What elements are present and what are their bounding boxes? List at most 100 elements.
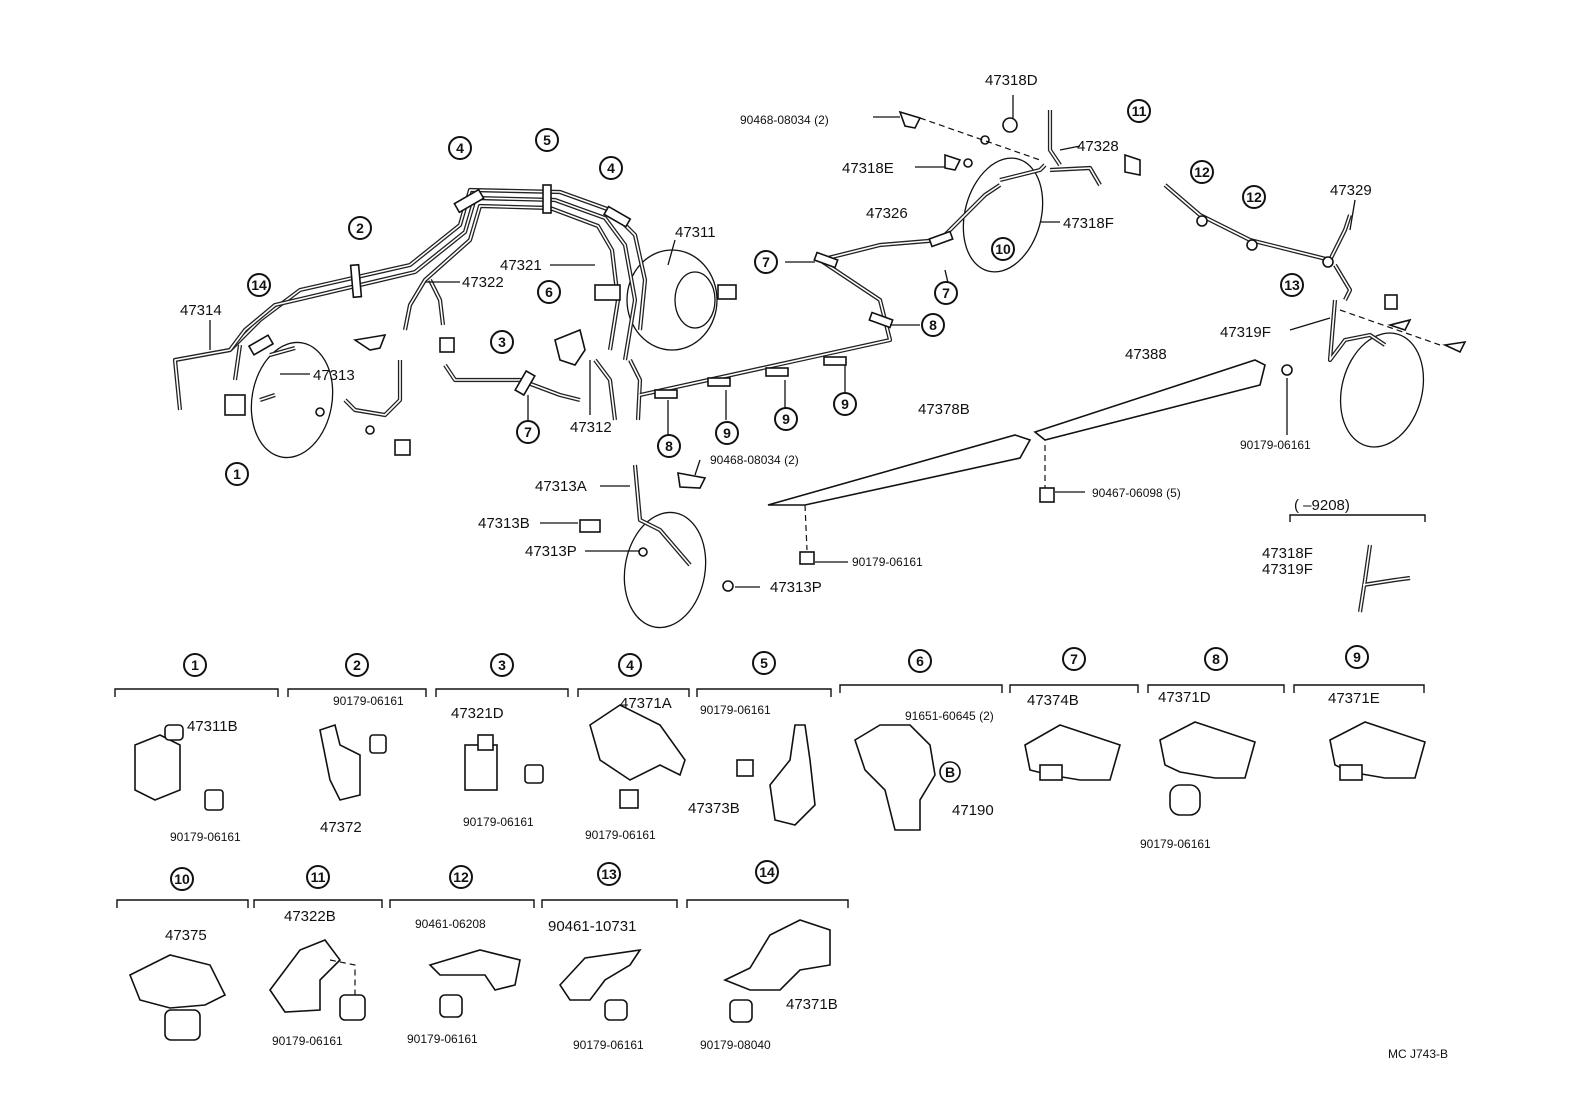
label-47371e: 47371E <box>1328 690 1380 707</box>
callout-number: 13 <box>1284 277 1300 293</box>
small-fittings <box>315 110 1467 592</box>
callout-14-top: 14 <box>247 273 271 297</box>
callout-number: 9 <box>782 411 790 427</box>
callout-12-top-a: 12 <box>1190 160 1214 184</box>
label-47318d: 47318D <box>985 72 1038 89</box>
callout-number: 2 <box>353 657 361 673</box>
label-47388: 47388 <box>1125 346 1167 363</box>
label-d2-nut: 90179-06161 <box>333 694 404 708</box>
label-91651-60645: 91651-60645 (2) <box>905 709 994 723</box>
callout-number: 6 <box>545 284 553 300</box>
callout-11-detail: 11 <box>306 865 330 889</box>
callout-number: 4 <box>626 657 634 673</box>
label-90468-08034-mid: 90468-08034 (2) <box>710 453 799 467</box>
label-47374b: 47374B <box>1027 692 1079 709</box>
callout-number: 12 <box>1194 164 1210 180</box>
callout-2-top: 2 <box>348 216 372 240</box>
callout-7-top-a: 7 <box>516 420 540 444</box>
label-47318e: 47318E <box>842 160 894 177</box>
label-47313b: 47313B <box>478 515 530 532</box>
label-b-marker: B <box>945 764 955 780</box>
callout-number: 5 <box>760 655 768 671</box>
callout-number: 7 <box>1070 651 1078 667</box>
callout-6-detail: 6 <box>908 649 932 673</box>
callout-4-top-b: 4 <box>599 156 623 180</box>
label-90179-06161-rail: 90179-06161 <box>852 555 923 569</box>
label-47313: 47313 <box>313 367 355 384</box>
callout-9-detail: 9 <box>1345 645 1369 669</box>
label-47313p-second: 47313P <box>770 579 822 596</box>
label-47319f: 47319F <box>1220 324 1271 341</box>
callout-2-detail: 2 <box>345 653 369 677</box>
label-47371b: 47371B <box>786 996 838 1013</box>
callout-7-detail: 7 <box>1062 647 1086 671</box>
callout-1-detail: 1 <box>183 653 207 677</box>
label-90467-06098: 90467-06098 (5) <box>1092 486 1181 500</box>
label-d4-nut: 90179-06161 <box>585 828 656 842</box>
label-d5-nut: 90179-06161 <box>700 703 771 717</box>
label-d3-nut: 90179-06161 <box>463 815 534 829</box>
label-47326: 47326 <box>866 205 908 222</box>
leader-lines <box>209 95 1356 588</box>
callout-number: 11 <box>1132 103 1147 119</box>
detail-brackets <box>114 684 1425 908</box>
callout-number: 9 <box>723 425 731 441</box>
label-90461-06208: 90461-06208 <box>415 917 486 931</box>
callout-number: 14 <box>759 864 775 880</box>
label-47322b: 47322B <box>284 908 336 925</box>
callout-number: 4 <box>456 140 464 156</box>
label-47329: 47329 <box>1330 182 1372 199</box>
callout-9-top-b: 9 <box>774 407 798 431</box>
pipe-clamps <box>247 184 1334 399</box>
callout-1-top: 1 <box>225 462 249 486</box>
callout-number: 4 <box>607 160 615 176</box>
main-pipe-bundle <box>172 110 1387 567</box>
label-47314: 47314 <box>180 302 222 319</box>
callout-number: 9 <box>1353 649 1361 665</box>
label-47311b: 47311B <box>187 718 238 735</box>
callout-8-detail: 8 <box>1204 647 1228 671</box>
callout-6-top: 6 <box>537 280 561 304</box>
callout-9-top-c: 9 <box>833 392 857 416</box>
callout-8-top-b: 8 <box>921 313 945 337</box>
callout-number: 9 <box>841 396 849 412</box>
label-47322: 47322 <box>462 274 504 291</box>
callout-number: 6 <box>916 653 924 669</box>
hose-detail-inset <box>1289 514 1426 613</box>
callout-number: 7 <box>942 285 950 301</box>
callout-14-detail: 14 <box>755 860 779 884</box>
callout-number: 8 <box>665 438 673 454</box>
callout-13-top: 13 <box>1280 273 1304 297</box>
label-47371a: 47371A <box>620 695 672 712</box>
label-47321: 47321 <box>500 257 542 274</box>
rear-right-disc <box>1339 332 1425 448</box>
label-47312: 47312 <box>570 419 612 436</box>
callout-number: 1 <box>233 466 241 482</box>
label-90461-10731: 90461-10731 <box>548 918 636 935</box>
label-47318f-inset: 47318F <box>1262 545 1313 562</box>
callout-number: 7 <box>524 424 532 440</box>
callout-11-top: 11 <box>1127 99 1151 123</box>
label-47328: 47328 <box>1077 138 1119 155</box>
label-47190: 47190 <box>952 802 994 819</box>
callout-number: 12 <box>1246 189 1262 205</box>
callout-number: 1 <box>191 657 199 673</box>
label-47321d: 47321D <box>451 705 504 722</box>
label-47375: 47375 <box>165 927 207 944</box>
callout-number: 8 <box>929 317 937 333</box>
callout-7-top-b: 7 <box>754 250 778 274</box>
label-47318f: 47318F <box>1063 215 1114 232</box>
callout-number: 2 <box>356 220 364 236</box>
callout-number: 5 <box>543 132 551 148</box>
label-47373b: 47373B <box>688 800 740 817</box>
side-rails <box>767 359 1266 506</box>
callout-number: 10 <box>174 871 190 887</box>
callout-3-detail: 3 <box>490 653 514 677</box>
callout-3-top: 3 <box>490 330 514 354</box>
label-47372: 47372 <box>320 819 362 836</box>
label-47313a: 47313A <box>535 478 587 495</box>
callout-10-detail: 10 <box>170 867 194 891</box>
label-d11-nut: 90179-06161 <box>272 1034 343 1048</box>
